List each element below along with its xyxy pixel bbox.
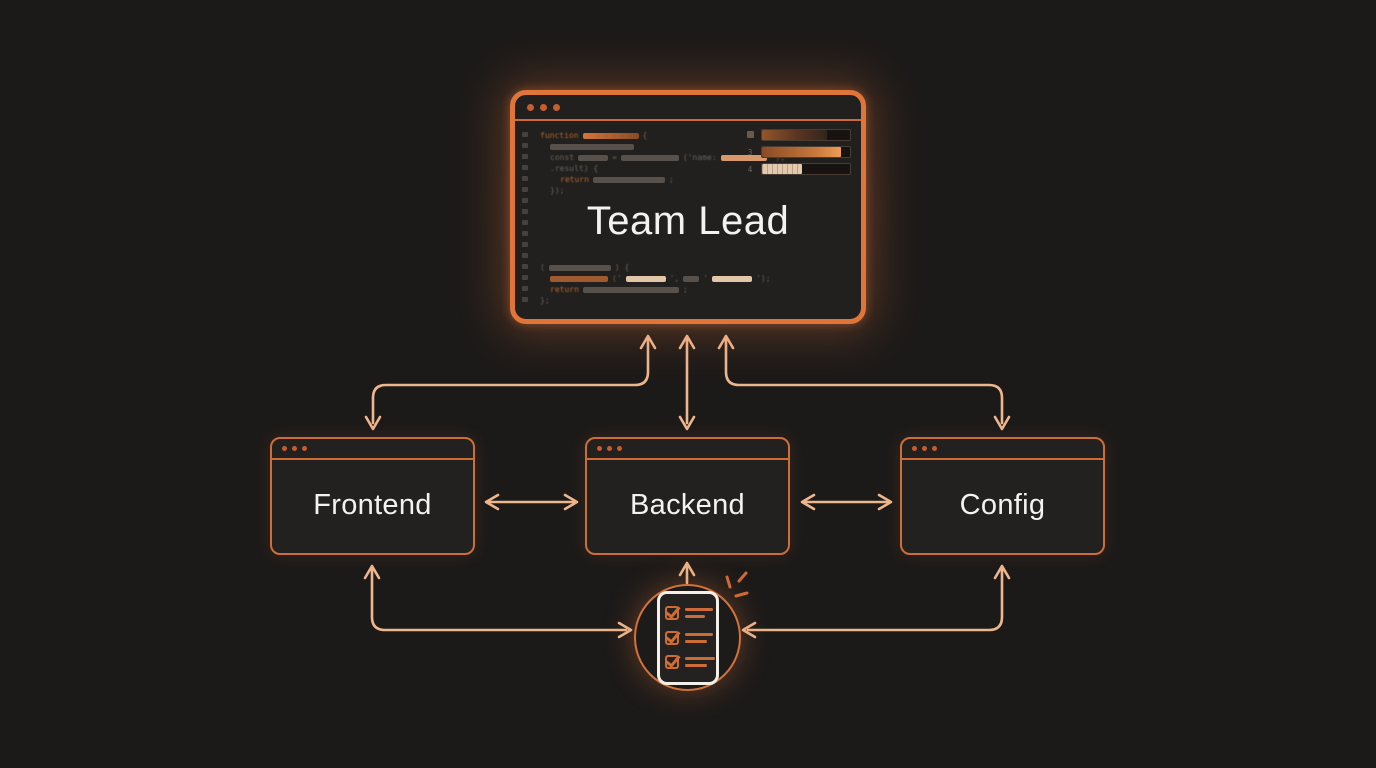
progress-bar (761, 163, 851, 175)
code-line: return; (560, 175, 674, 184)
code-line: return; (550, 285, 688, 294)
checkbox-checked-icon (664, 606, 679, 620)
window-titlebar (272, 439, 473, 460)
traffic-dot (922, 446, 927, 451)
list-marker-icon: 4 (747, 164, 753, 174)
progress-bar (761, 146, 851, 158)
traffic-dot (597, 446, 602, 451)
arrow-teamlead-backend (678, 334, 696, 431)
checklist-item (664, 655, 715, 669)
checklist-clipboard-icon (656, 590, 719, 685)
list-marker-icon (745, 130, 755, 140)
line-number-gutter (522, 132, 528, 308)
progress-row (745, 129, 851, 141)
code-line: function{ (540, 131, 648, 140)
team-lead-label: Team Lead (586, 199, 790, 243)
traffic-dot (932, 446, 937, 451)
code-block-bottom: () {('','');return;}; (540, 262, 771, 306)
arrow-config-checklist (741, 564, 1011, 639)
traffic-dot (292, 446, 297, 451)
progress-row: 3 (745, 146, 851, 158)
arrow-frontend-backend (484, 493, 579, 511)
team-lead-window: function{const=('name:');.result) {retur… (510, 90, 866, 324)
checklist-item (664, 630, 713, 645)
list-marker-icon: 3 (747, 147, 753, 157)
checkbox-checked-icon (664, 655, 679, 669)
progress-bar (761, 129, 851, 141)
traffic-dot (553, 103, 560, 111)
arrow-checklist-backend (678, 561, 696, 585)
traffic-dot (302, 446, 307, 451)
backend-label: Backend (630, 489, 745, 521)
arrow-frontend-checklist (363, 564, 633, 639)
traffic-dot (912, 446, 917, 451)
window-content: function{const=('name:');.result) {retur… (515, 121, 861, 319)
code-line: ('',''); (540, 273, 771, 284)
code-line: () { (540, 263, 630, 272)
code-block-top: function{const=('name:');.result) {retur… (540, 130, 785, 196)
window-titlebar (902, 439, 1103, 460)
checklist-item (664, 606, 713, 620)
traffic-dot (527, 103, 534, 111)
window-titlebar (515, 95, 861, 121)
sparkle-icon (725, 571, 749, 598)
frontend-label: Frontend (313, 489, 432, 521)
traffic-dot (617, 446, 622, 451)
arrow-teamlead-config (717, 334, 1011, 431)
arrow-teamlead-frontend (364, 334, 657, 431)
arrow-backend-config (800, 493, 893, 511)
node-frontend: Frontend (270, 437, 475, 555)
node-backend: Backend (585, 437, 790, 555)
traffic-dot (540, 103, 547, 111)
checklist-badge (634, 584, 741, 691)
traffic-dot (282, 446, 287, 451)
code-line (540, 141, 785, 152)
code-line: }); (550, 186, 565, 195)
node-config: Config (900, 437, 1105, 555)
progress-row: 4 (745, 163, 851, 175)
config-label: Config (959, 489, 1046, 521)
code-line: }; (540, 296, 550, 305)
checkbox-checked-icon (664, 630, 679, 645)
window-titlebar (587, 439, 788, 460)
traffic-dot (607, 446, 612, 451)
code-line: .result) { (550, 164, 599, 173)
